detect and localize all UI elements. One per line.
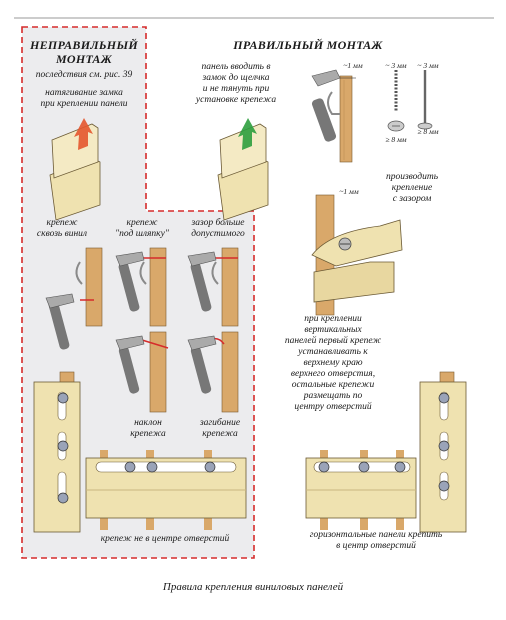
screw-nail-detail	[387, 70, 433, 132]
right-note-vertical: при креплении вертикальных панелей первы…	[284, 314, 382, 412]
wrong-note-tension: натягивание замка при креплении панели	[40, 88, 128, 109]
right-note-fasten-gap: производить крепление с зазором	[385, 172, 439, 204]
arrow-up-right	[238, 118, 257, 150]
dim-gap2-label: ~1 мм	[339, 187, 359, 196]
wrong-title: НЕПРАВИЛЬНЫЙ МОНТАЖ	[29, 38, 139, 66]
wrong-vertical-panel	[33, 371, 81, 533]
right-note-click: панель вводить в замок до щелчка и не тя…	[195, 62, 277, 105]
panel-tension-wrong	[49, 118, 101, 221]
wrong-horizontal-panel	[85, 450, 247, 530]
label-bend: загибание крепежа	[199, 418, 241, 439]
label-off-center: крепеж не в центре отверстий	[100, 534, 230, 544]
label-under-hat: крепеж "под шляпку"	[115, 218, 169, 239]
right-horizontal-panel	[305, 450, 417, 530]
panel-click-right	[217, 118, 269, 221]
dim-gap-label: ~1 мм	[343, 61, 363, 70]
label-gap-too-big: зазор больше допустимого	[191, 218, 245, 239]
right-title: ПРАВИЛЬНЫЙ МОНТАЖ	[233, 38, 383, 52]
wrong-hammer-row	[45, 247, 239, 350]
arrow-up-wrong	[74, 118, 93, 150]
wrong-zone-border	[21, 26, 255, 559]
right-vertical-panel	[419, 371, 467, 533]
dim-screw-label: ~ 3 мм	[385, 61, 407, 70]
label-tilt: наклон крепежа	[130, 418, 166, 439]
screw-gap-detail	[311, 194, 403, 316]
wrong-see-ref: последствия см. рис. 39	[35, 70, 133, 80]
label-through-vinyl: крепеж сквозь винил	[36, 218, 88, 239]
hammer-lock-detail	[311, 69, 356, 163]
dim-nail-label: ~ 3 мм	[417, 61, 439, 70]
wrong-hammer-row-2	[115, 331, 239, 413]
dim-screw-head-label: ≥ 8 мм	[385, 135, 407, 144]
right-note-horizontal: горизонтальные панели крепить в центр от…	[309, 530, 443, 551]
dim-nail-head-label: ≥ 8 мм	[417, 127, 439, 136]
figure-caption: Правила крепления виниловых панелей	[162, 581, 344, 593]
